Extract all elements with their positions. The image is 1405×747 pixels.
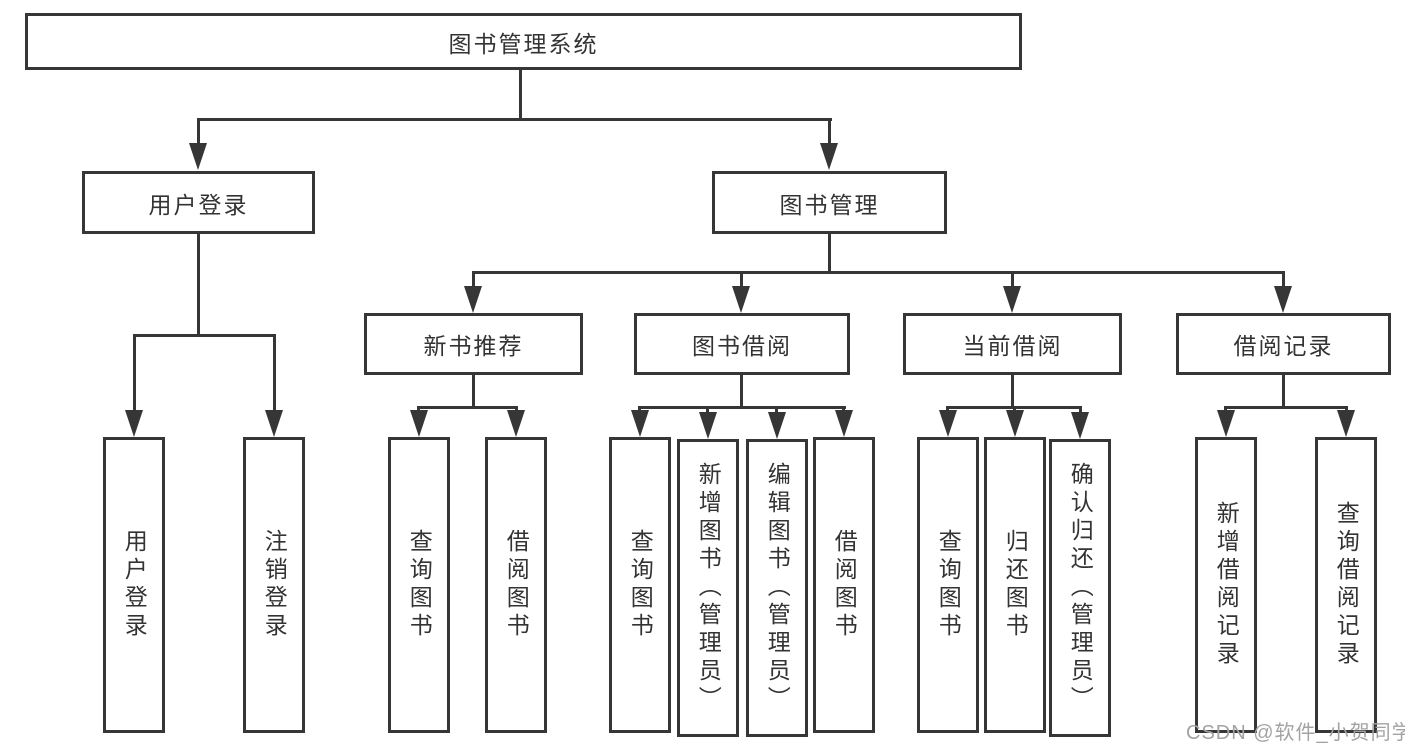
arrowhead-br-query-icon [1337, 410, 1355, 437]
leaf-current-query-books: 查询图书 [917, 437, 979, 733]
connector-drop-bb-add [706, 406, 709, 414]
leaf-confirm-return-admin: 确认归还（管理员） [1049, 439, 1111, 737]
connector-drop-recommend [472, 271, 475, 289]
connector-currentborrow-stem [1011, 375, 1014, 409]
leaf-current-query-books-label: 查询图书 [935, 529, 962, 641]
leaf-query-borrow-record: 查询借阅记录 [1315, 437, 1377, 733]
leaf-borrow-books: 借阅图书 [813, 437, 875, 733]
node-current-borrow: 当前借阅 [903, 313, 1122, 375]
connector-drop-leaf-logout [273, 334, 276, 414]
arrowhead-cb-confirm-icon [1071, 412, 1089, 439]
connector-root-bar [197, 118, 832, 121]
arrowhead-bookborrow-icon [732, 286, 750, 313]
leaf-add-books-admin-label: 新增图书（管理员） [695, 462, 722, 714]
connector-drop-user-login [197, 118, 200, 146]
node-book-borrow: 图书借阅 [634, 313, 850, 375]
leaf-logout: 注销登录 [243, 437, 305, 733]
leaf-return-books-label: 归还图书 [1002, 529, 1029, 641]
connector-drop-bookborrow [740, 271, 743, 289]
leaf-add-books-admin: 新增图书（管理员） [677, 439, 739, 737]
arrowhead-bb-borrow-icon [835, 410, 853, 437]
arrowhead-br-add-icon [1217, 410, 1235, 437]
connector-bookborrow-stem [740, 375, 743, 409]
arrowhead-currentborrow-icon [1003, 286, 1021, 313]
connector-userlogin-bar [133, 334, 276, 337]
connector-recommend-bar [417, 406, 518, 409]
connector-drop-leaf-user-login [133, 334, 136, 414]
arrowhead-bb-edit-icon [768, 412, 786, 439]
connector-drop-borrowrecords [1282, 271, 1285, 289]
arrowhead-rec-query-icon [410, 410, 428, 437]
node-new-book-recommend: 新书推荐 [364, 313, 583, 375]
leaf-edit-books-admin: 编辑图书（管理员） [746, 439, 808, 737]
arrowhead-borrowrecords-icon [1274, 286, 1292, 313]
arrowhead-leaf-user-login-icon [125, 410, 143, 437]
node-user-login: 用户登录 [82, 171, 315, 234]
arrowhead-bb-query-icon [631, 410, 649, 437]
node-root: 图书管理系统 [25, 13, 1022, 70]
arrowhead-cb-query-icon [939, 410, 957, 437]
leaf-user-login: 用户登录 [103, 437, 165, 733]
leaf-edit-books-admin-label: 编辑图书（管理员） [764, 462, 791, 714]
leaf-return-books: 归还图书 [984, 437, 1046, 733]
leaf-add-borrow-record-label: 新增借阅记录 [1213, 501, 1240, 669]
arrowhead-rec-borrow-icon [507, 410, 525, 437]
connector-borrowrecords-bar [1224, 406, 1348, 409]
leaf-add-borrow-record: 新增借阅记录 [1195, 437, 1257, 733]
leaf-user-login-label: 用户登录 [121, 529, 148, 641]
connector-drop-bb-edit [775, 406, 778, 414]
leaf-confirm-return-admin-label: 确认归还（管理员） [1067, 462, 1094, 714]
arrowhead-user-login-icon [189, 143, 207, 170]
leaf-recommend-borrow-books-label: 借阅图书 [503, 529, 530, 641]
leaf-recommend-query-books-label: 查询图书 [406, 529, 433, 641]
connector-recommend-stem [472, 375, 475, 409]
arrowhead-bb-add-icon [699, 412, 717, 439]
csdn-watermark: CSDN @软件_小贺同学 [1186, 722, 1405, 744]
leaf-borrow-query-books-label: 查询图书 [627, 529, 654, 641]
leaf-logout-label: 注销登录 [261, 529, 288, 641]
connector-drop-cb-confirm [1079, 406, 1082, 414]
leaf-recommend-borrow-books: 借阅图书 [485, 437, 547, 733]
leaf-query-borrow-record-label: 查询借阅记录 [1333, 501, 1360, 669]
node-borrow-records: 借阅记录 [1176, 313, 1391, 375]
arrowhead-recommend-icon [464, 286, 482, 313]
leaf-borrow-books-label: 借阅图书 [831, 529, 858, 641]
connector-bookborrow-bar [638, 406, 846, 409]
node-book-management: 图书管理 [712, 171, 947, 234]
arrowhead-leaf-logout-icon [265, 410, 283, 437]
arrowhead-book-management-icon [820, 143, 838, 170]
connector-bookmgmt-stem [828, 234, 831, 274]
connector-borrowrecords-stem [1282, 375, 1285, 409]
connector-root-stem [519, 69, 522, 121]
connector-drop-currentborrow [1011, 271, 1014, 289]
connector-bookmgmt-bar [472, 271, 1284, 274]
leaf-borrow-query-books: 查询图书 [609, 437, 671, 733]
connector-drop-book-management [828, 118, 831, 146]
connector-userlogin-stem [197, 234, 200, 337]
leaf-recommend-query-books: 查询图书 [388, 437, 450, 733]
arrowhead-cb-return-icon [1006, 410, 1024, 437]
